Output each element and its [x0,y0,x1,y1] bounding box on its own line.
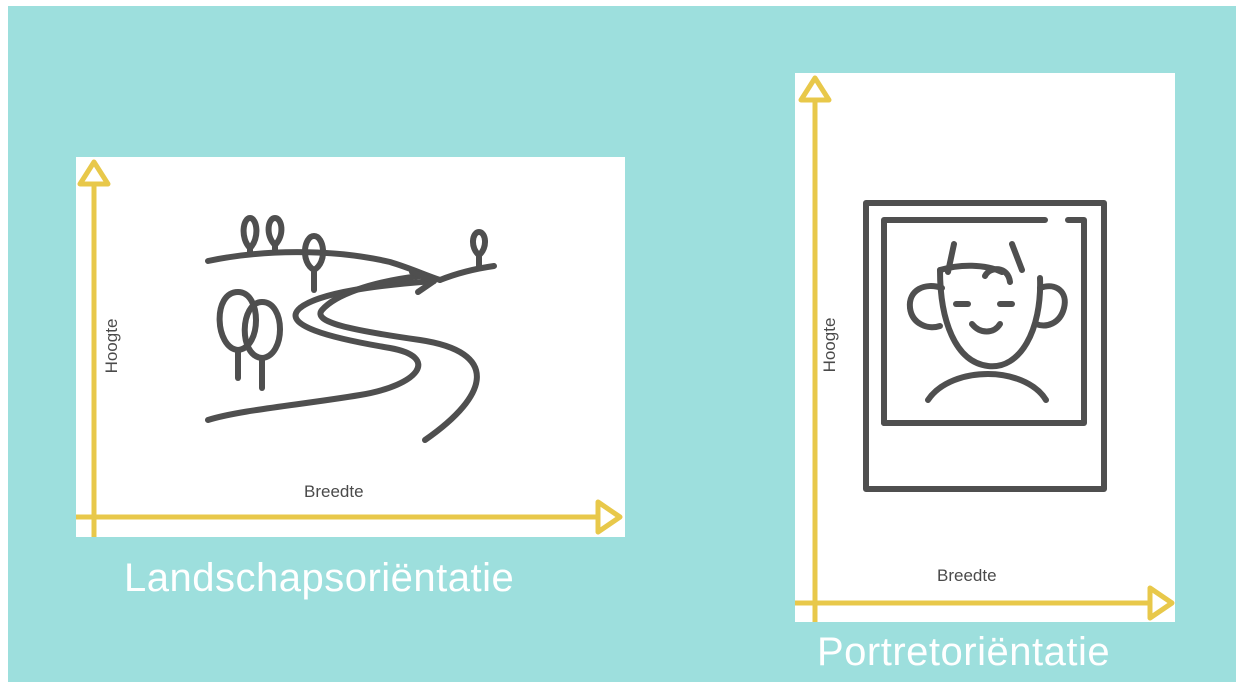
landscape-width-label: Breedte [304,482,364,501]
portrait-height-label: Hoogte [820,317,839,373]
portrait-caption: Portretoriëntatie [817,630,1111,674]
landscape-height-label: Hoogte [102,318,121,374]
portrait-photo-face-icon [863,200,1107,492]
landscape-card [76,157,625,537]
landscape-width-arrowhead [595,499,623,535]
portrait-card [795,73,1175,622]
portrait-width-label: Breedte [937,566,997,585]
landscape-height-arrowhead [77,159,111,187]
portrait-height-arrowhead [798,75,832,103]
landscape-caption: Landschapsoriëntatie [124,556,515,600]
landscape-road-trees-icon [205,215,497,443]
portrait-width-arrowhead [1147,585,1175,621]
